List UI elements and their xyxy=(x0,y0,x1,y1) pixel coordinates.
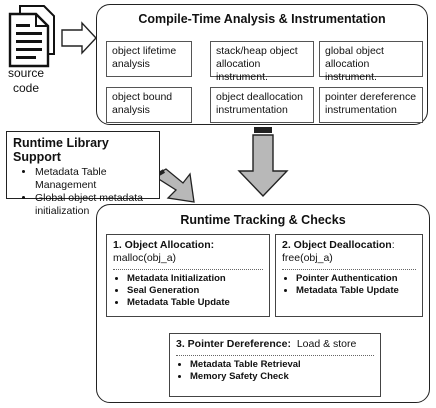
pointer-dereference-instrumentation-box: pointer dereference instrumentation xyxy=(319,87,423,123)
allocation-steps: Metadata Initialization Seal Generation … xyxy=(113,273,263,309)
stack-heap-allocation-instrumentation-box: stack/heap object allocation instrument. xyxy=(210,41,314,83)
object-deallocation-instrumentation-box: object deallocation instrumentation xyxy=(210,87,314,123)
source-to-compile-arrow xyxy=(61,21,97,55)
runtime-title: Runtime Tracking & Checks xyxy=(180,213,346,227)
source-code-label: source code xyxy=(7,66,45,95)
deallocation-call: free(obj_a) xyxy=(282,252,333,264)
compile-time-panel: Compile-Time Analysis & Instrumentation … xyxy=(96,4,428,125)
object-lifetime-analysis-box: object lifetime analysis xyxy=(106,41,192,77)
runtime-library-title: Runtime Library Support xyxy=(13,136,109,164)
deallocation-step: Pointer Authentication xyxy=(296,273,416,285)
allocation-separator xyxy=(113,269,263,270)
dereference-steps: Metadata Table Retrieval Memory Safety C… xyxy=(176,359,374,383)
allocation-step: Metadata Table Update xyxy=(127,297,263,309)
compile-to-runtime-arrow xyxy=(237,127,289,198)
runtime-library-item: Metadata Table Management xyxy=(35,166,153,192)
runtime-library-box: Runtime Library Support Metadata Table M… xyxy=(6,131,160,217)
pointer-dereference-card: 3. Pointer Dereference: Load & store Met… xyxy=(169,333,381,397)
compile-time-title: Compile-Time Analysis & Instrumentation xyxy=(138,12,386,26)
allocation-call: malloc(obj_a) xyxy=(113,252,177,264)
object-allocation-card: 1. Object Allocation: malloc(obj_a) Meta… xyxy=(106,234,270,317)
deallocation-heading-suffix: : xyxy=(391,239,395,251)
runtime-library-item: Global object metadata initialization xyxy=(35,192,153,218)
object-bound-analysis-box: object bound analysis xyxy=(106,87,192,123)
dereference-step: Metadata Table Retrieval xyxy=(190,359,374,371)
source-document-icon xyxy=(8,5,55,68)
allocation-step: Seal Generation xyxy=(127,285,263,297)
global-allocation-instrumentation-box: global object allocation instrument. xyxy=(319,41,423,83)
runtime-panel: Runtime Tracking & Checks 1. Object Allo… xyxy=(96,204,430,403)
object-deallocation-card: 2. Object Deallocation: free(obj_a) Poin… xyxy=(275,234,423,317)
dereference-step: Memory Safety Check xyxy=(190,371,374,383)
runtime-library-list: Metadata Table Management Global object … xyxy=(13,166,153,218)
deallocation-step: Metadata Table Update xyxy=(296,285,416,297)
allocation-heading: 1. Object Allocation: xyxy=(113,239,215,251)
dereference-separator xyxy=(176,355,374,356)
dereference-detail: Load & store xyxy=(296,338,357,350)
dereference-heading: 3. Pointer Dereference: xyxy=(176,338,291,350)
deallocation-steps: Pointer Authentication Metadata Table Up… xyxy=(282,273,416,297)
allocation-step: Metadata Initialization xyxy=(127,273,263,285)
deallocation-heading: 2. Object Deallocation xyxy=(282,239,392,251)
deallocation-separator xyxy=(282,269,416,270)
